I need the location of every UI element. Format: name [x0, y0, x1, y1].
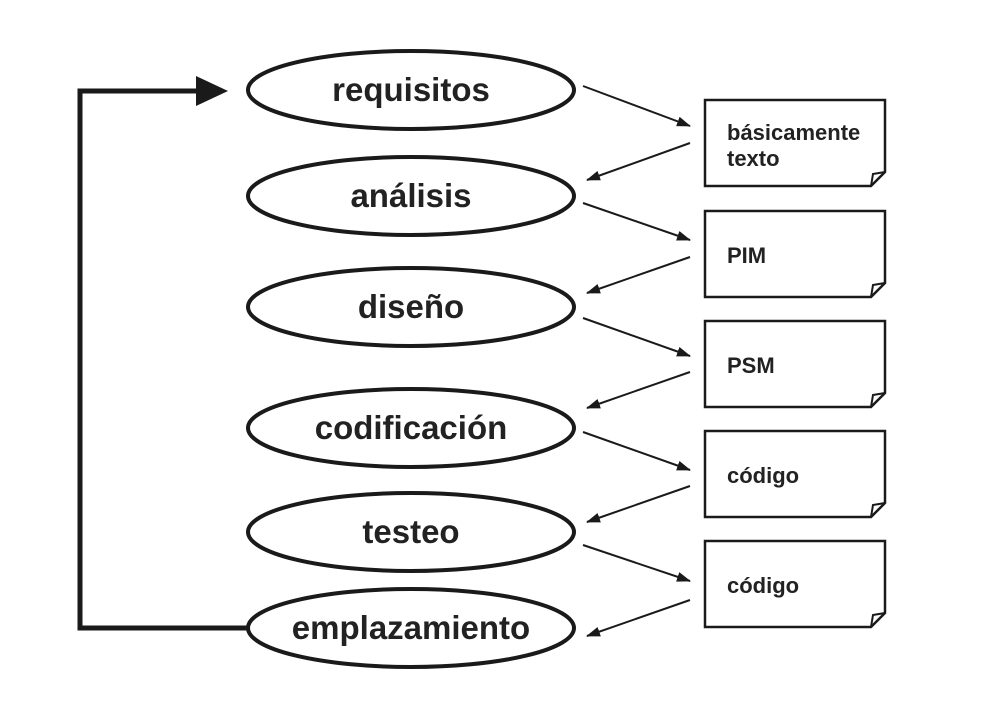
feedback-loop-arrowhead — [196, 76, 228, 106]
document-shape — [703, 539, 887, 629]
document-fold — [870, 612, 886, 628]
artifact-document: PSM — [703, 319, 887, 409]
artifact-label: básicamente — [727, 120, 860, 145]
feeds-arrow — [586, 371, 691, 409]
phase-ellipse — [246, 587, 576, 669]
feedback-loop-line — [77, 88, 248, 631]
document-shape — [703, 209, 887, 299]
phase-ellipse — [246, 491, 576, 573]
document-shape — [703, 98, 887, 188]
feeds-arrow — [586, 599, 691, 637]
produces-arrow — [582, 202, 691, 241]
produces-arrow — [582, 317, 691, 357]
phase-ellipse — [246, 49, 576, 131]
phase-node: análisis — [246, 155, 576, 237]
phase-node: codificación — [246, 387, 576, 469]
phase-node: requisitos — [246, 49, 576, 131]
phases-layer: requisitos análisis diseño codificación test… — [246, 49, 576, 669]
artifact-label: código — [727, 463, 799, 488]
feeds-arrow — [586, 142, 691, 181]
document-fold — [870, 282, 886, 298]
produces-arrow — [582, 431, 691, 471]
phase-node: testeo — [246, 491, 576, 573]
artifact-label: código — [727, 573, 799, 598]
artifact-label: texto — [727, 146, 780, 171]
phase-label: emplazamiento — [292, 609, 530, 646]
phase-ellipse — [246, 266, 576, 348]
document-shape — [703, 319, 887, 409]
phase-label: testeo — [362, 513, 459, 550]
document-fold — [870, 502, 886, 518]
phase-label: codificación — [315, 409, 508, 446]
artifact-document: PIM — [703, 209, 887, 299]
artifact-label: PSM — [727, 353, 775, 378]
artifact-document: código — [703, 539, 887, 629]
document-fold — [870, 392, 886, 408]
phase-label: análisis — [350, 177, 471, 214]
artifact-label: PIM — [727, 243, 766, 268]
artifact-document: código — [703, 429, 887, 519]
phase-ellipse — [246, 387, 576, 469]
feeds-arrow — [586, 256, 691, 294]
phase-node: diseño — [246, 266, 576, 348]
arrows-layer — [582, 85, 691, 637]
produces-arrow — [582, 544, 691, 582]
phase-label: diseño — [358, 288, 464, 325]
document-fold — [870, 171, 886, 187]
document-shape — [703, 429, 887, 519]
feeds-arrow — [586, 485, 691, 523]
phase-label: requisitos — [332, 71, 490, 108]
produces-arrow — [582, 85, 691, 127]
phase-node: emplazamiento — [246, 587, 576, 669]
phase-ellipse — [246, 155, 576, 237]
